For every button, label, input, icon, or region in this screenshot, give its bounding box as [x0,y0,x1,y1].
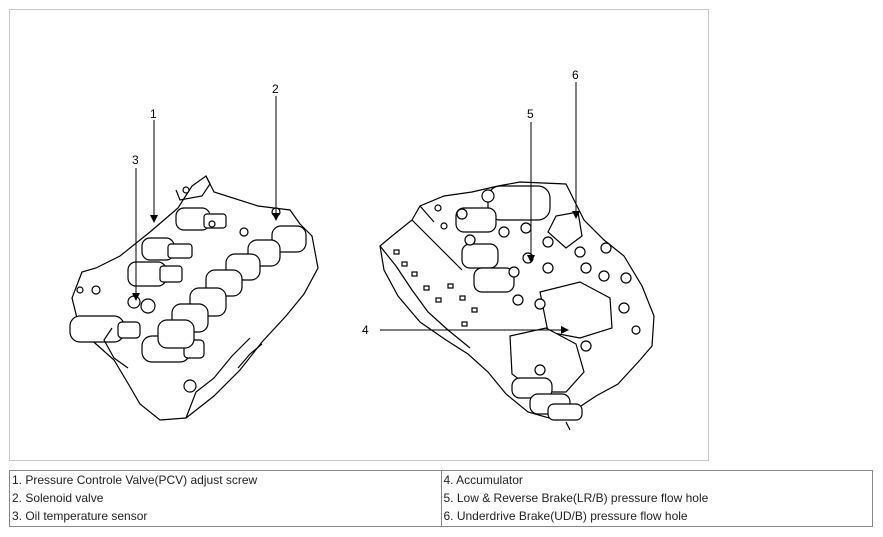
legend-item-3: 3. Oil temperature sensor [12,509,148,523]
legend-item-5: 5. Low & Reverse Brake(LR/B) pressure fl… [443,491,709,505]
callout-1: 1 [150,107,157,121]
legend-column-left: 1. Pressure Controle Valve(PCV) adjust s… [9,470,442,527]
callout-3: 3 [132,153,139,167]
legend-table: 1. Pressure Controle Valve(PCV) adjust s… [9,470,873,527]
callout-5: 5 [527,107,534,121]
callout-leaders [132,82,580,334]
callout-2: 2 [272,82,279,96]
legend-column-right: 4. Accumulator 5. Low & Reverse Brake(LR… [440,470,873,527]
right-valve-body [379,181,655,431]
legend-item-2: 2. Solenoid valve [12,491,104,505]
legend-item-6: 6. Underdrive Brake(UD/B) pressure flow … [443,509,688,523]
valve-body-illustration: 1 2 3 4 5 6 [69,68,655,431]
callout-4: 4 [362,323,369,337]
legend-item-1: 1. Pressure Controle Valve(PCV) adjust s… [12,473,258,487]
legend-item-4: 4. Accumulator [443,473,523,487]
callout-6: 6 [572,68,579,82]
left-valve-body [69,175,319,421]
